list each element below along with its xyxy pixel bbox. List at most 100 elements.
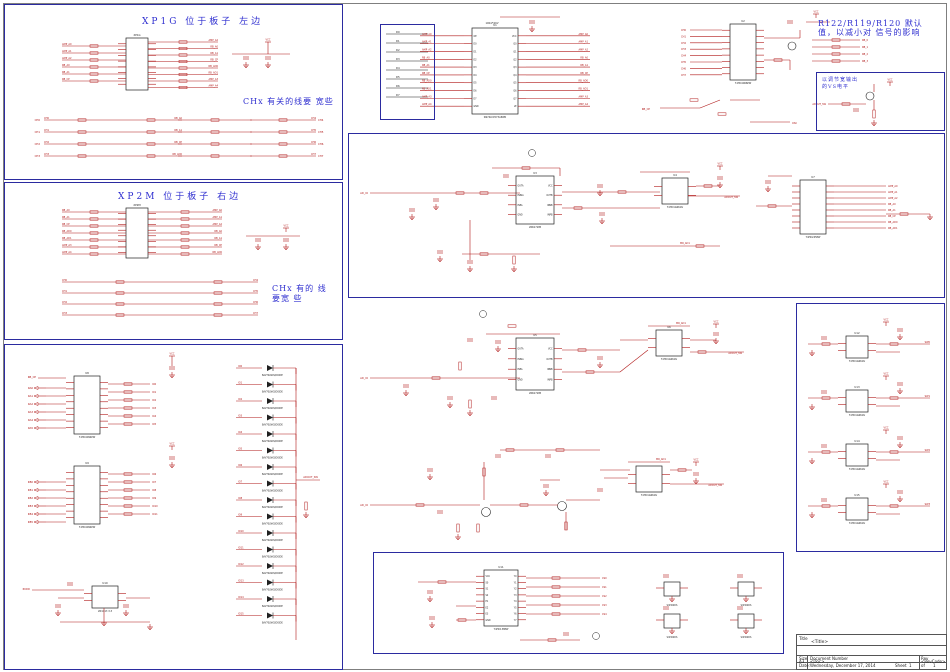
pin-name: GND	[518, 213, 523, 216]
resistor-symbol	[89, 252, 99, 256]
resistor-symbol	[889, 450, 899, 454]
net-label: RB_A1	[174, 129, 182, 132]
resistor-symbol	[213, 291, 223, 295]
net-label: CH6	[681, 67, 686, 70]
resistor-symbol	[115, 313, 125, 317]
net-label: AMP_A2	[209, 39, 219, 42]
resistor-symbol	[89, 210, 99, 214]
sheet-label: Sheet	[895, 663, 907, 668]
resistor-symbol	[89, 58, 99, 62]
net-label: AMP_A1	[579, 41, 589, 44]
net-label: AD_IO	[360, 376, 368, 380]
net-label: CH4	[311, 117, 316, 120]
resistor-symbol	[551, 594, 561, 598]
net-port-label: RB5	[28, 520, 34, 524]
resistor-symbol	[773, 58, 783, 62]
bus-label: D2	[396, 48, 400, 52]
resistor-symbol	[482, 467, 486, 477]
net-label: IO2	[152, 399, 157, 402]
ic-ref: U14	[854, 439, 860, 443]
lower-left-block	[4, 344, 343, 670]
resistor-symbol	[146, 142, 156, 146]
supply-label: VCC	[884, 481, 889, 484]
net-port-label: RA0	[28, 386, 33, 390]
diode-part-label: BAV70LNXS/DIODE	[262, 440, 283, 443]
resistor-symbol	[767, 204, 777, 208]
ch-port-label: CH5	[318, 130, 324, 134]
resistor-symbol	[213, 313, 223, 317]
pin-name: Q4	[513, 74, 517, 77]
ic-ref: U7	[811, 175, 815, 179]
resistor-symbol	[551, 585, 561, 589]
net-label: CH7	[681, 74, 686, 77]
net-label: AMP_A4	[579, 103, 589, 106]
net-label: IO6	[238, 464, 243, 467]
net-label: SW3	[925, 503, 931, 506]
net-label: AMP_A3	[579, 95, 589, 98]
supply-label: VCC	[284, 225, 289, 228]
net-label: RB_A0	[62, 64, 70, 67]
diode-part-label: BAV70LNXS/DIODE	[262, 622, 283, 625]
ic-ref: U1	[493, 23, 497, 27]
resistor-symbol	[89, 51, 99, 55]
resistor-symbol	[437, 580, 447, 584]
net-label: RB_A1	[210, 52, 218, 55]
resistor-symbol	[415, 503, 425, 507]
ic-ref: U5	[533, 333, 537, 337]
pin-name: E1	[486, 600, 489, 603]
diode-symbol	[267, 398, 273, 404]
net-label: CH0	[681, 29, 686, 32]
net-port-label: RA5	[28, 426, 33, 430]
net-label: CH6	[311, 141, 316, 144]
xp2m-block	[4, 182, 343, 340]
resistor-symbol	[210, 130, 220, 134]
net-label: AMP_A2	[213, 223, 223, 226]
net-label: CS3	[602, 604, 607, 607]
size-label: Size	[799, 656, 808, 661]
bus-label: D5	[396, 75, 400, 79]
resistor-symbol	[304, 501, 308, 511]
net-label: RB_AD1	[579, 88, 589, 91]
ft-note-d: 的VS电平	[822, 84, 850, 90]
date-label: Date:	[799, 663, 810, 668]
ft-note-a: R122/R119/R120 默认	[818, 19, 923, 28]
net-label: IO11	[238, 547, 244, 550]
net-label: RB_AD0	[579, 80, 589, 83]
net-label: RB_CP	[422, 72, 430, 75]
resistor-symbol	[479, 191, 489, 195]
wire	[699, 99, 721, 109]
resistor-symbol	[89, 44, 99, 48]
net-label: AMP_A1	[213, 216, 223, 219]
resistor-symbol	[77, 118, 87, 122]
net-label: AMP_A0	[579, 33, 589, 36]
net-label: RB_CP	[214, 244, 222, 247]
pin-name: D7	[474, 97, 478, 100]
pin-name: GND	[474, 105, 479, 108]
net-label: IO3	[152, 407, 157, 410]
pin-name: Q3	[513, 66, 517, 69]
net-label: AMP_A2	[579, 48, 589, 51]
net-label: IO10	[152, 505, 158, 508]
resistor-symbol	[889, 342, 899, 346]
bus-label: D1	[396, 39, 400, 43]
net-label: ADOUT_SW	[812, 103, 826, 106]
pin-name: OE	[474, 35, 478, 38]
net-label: RB_CP	[62, 223, 70, 226]
diode-part-label: BAV70LNXS/DIODE	[262, 391, 283, 394]
net-label: CH7	[253, 312, 258, 315]
ic-body	[73, 465, 101, 525]
resistor-symbol	[564, 521, 568, 531]
ic-body	[845, 335, 869, 359]
resistor-symbol	[178, 53, 188, 57]
resistor-symbol	[180, 245, 190, 249]
resistor-symbol	[123, 480, 133, 484]
resistor-symbol	[547, 638, 557, 642]
wire	[619, 349, 649, 373]
ic-body	[471, 27, 519, 115]
net-label: RB_2	[862, 53, 868, 56]
ic-body	[91, 585, 119, 609]
pin-name: D6	[474, 90, 478, 93]
diode-symbol	[267, 414, 273, 421]
pin-name: GND	[486, 619, 491, 622]
net-label: RB_AD1	[422, 88, 432, 91]
